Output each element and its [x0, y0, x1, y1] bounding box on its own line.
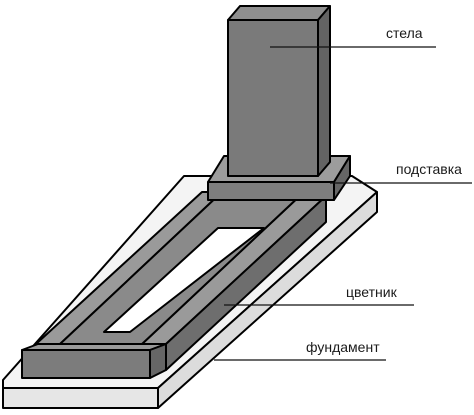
- stand-front: [207, 181, 335, 201]
- stela-top: [227, 5, 331, 21]
- label-flowerbed: цветник: [346, 284, 398, 300]
- foundation-side: [157, 191, 378, 409]
- label-stand: подставка: [396, 161, 462, 177]
- flowerbed-front-bar-face: [21, 349, 151, 379]
- stela-side: [317, 5, 331, 177]
- foundation-front: [2, 387, 159, 409]
- callout-lines: [214, 46, 472, 361]
- flowerbed-opening: [103, 227, 265, 333]
- flowerbed: [21, 191, 327, 379]
- stand-side: [333, 155, 351, 201]
- label-foundation: фундамент: [306, 339, 380, 355]
- flowerbed-front-bar-side: [149, 343, 167, 379]
- stela: [227, 5, 331, 177]
- label-stela: стела: [386, 25, 423, 41]
- stela-front: [227, 19, 319, 177]
